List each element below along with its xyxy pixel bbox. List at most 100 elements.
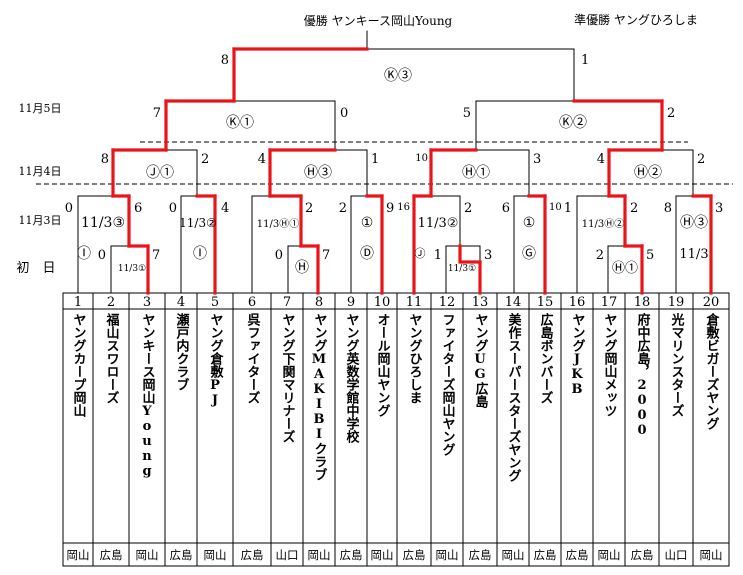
r2-3-score-right: 2 <box>305 201 313 216</box>
qf1-score-left: 8 <box>101 152 109 167</box>
qf3-score-left: 10 <box>415 153 428 164</box>
qf3-game-label: Ⓗ① <box>462 165 490 181</box>
r2-1-score-right: 6 <box>134 201 142 216</box>
sf-left-game-label: Ⓚ① <box>226 115 254 131</box>
team-number: 14 <box>505 295 522 310</box>
final-game-label: Ⓚ③ <box>384 68 412 84</box>
r2-4-game-label: ① <box>361 215 374 231</box>
r1-3-bracket-top <box>459 245 481 263</box>
r2-5-score-right: 2 <box>464 201 472 216</box>
team-number: 17 <box>601 295 618 310</box>
r2-8-game-label: Ⓗ③ <box>680 215 708 231</box>
team-prefecture: 岡山 <box>502 548 525 562</box>
team-number: 3 <box>143 295 151 310</box>
r2-2-game-label: 11/3② <box>179 216 217 230</box>
qf4-game-label: Ⓗ② <box>634 165 662 181</box>
r1-1-game-label: 11/3① <box>118 264 146 274</box>
r2-5-sub-label: Ⓙ <box>415 247 426 260</box>
qf1-score-right: 2 <box>201 152 209 167</box>
team-number: 13 <box>472 295 489 310</box>
team-number: 4 <box>177 295 185 310</box>
qf2-score-right: 1 <box>371 152 379 167</box>
qf3-score-right: 3 <box>533 152 541 167</box>
team-number: 16 <box>569 295 586 310</box>
team-number: 1 <box>74 295 82 310</box>
team-name: オール岡山ヤング <box>375 313 391 417</box>
team-prefecture: 岡山 <box>204 548 227 562</box>
sf-right-score-right: 2 <box>667 106 675 121</box>
r2-2-sub-label: Ⓘ <box>193 246 207 262</box>
r2-5-score-left: 16 <box>397 202 410 213</box>
team-number: 8 <box>315 295 323 310</box>
date-label-nov5: 11月5日 <box>19 102 62 115</box>
winner-path-lines <box>111 47 713 295</box>
team-number: 9 <box>347 295 355 310</box>
r2-6-score-left: 6 <box>502 201 510 216</box>
qf4-score-right: 2 <box>697 152 705 167</box>
team-number: 6 <box>248 295 256 310</box>
team-name: ヤングひろしま <box>407 313 423 404</box>
r2-8-score-left: 8 <box>664 201 672 216</box>
team-name: ファイターズ岡山ヤング <box>440 313 456 456</box>
team-prefecture: 広島 <box>403 548 426 562</box>
team-name: 美作スーパースターズヤング <box>506 312 522 482</box>
r1-1-score-left: 0 <box>98 248 106 263</box>
team-name: 瀬戸内クラブ <box>174 312 190 391</box>
team-table-border <box>62 292 730 567</box>
r2-6-sub-label: Ⓖ <box>522 246 536 262</box>
team-name: 倉敷ビガーズヤング <box>704 312 721 430</box>
team-number: 7 <box>283 295 291 310</box>
qf2-score-left: 4 <box>258 152 266 167</box>
r2-2-score-right: 4 <box>221 201 229 216</box>
team-prefecture: 山口 <box>665 548 688 562</box>
team-name: 府中広島，2000 <box>635 312 651 438</box>
r1-2-game-label: Ⓗ <box>295 260 309 276</box>
team-prefecture: 岡山 <box>700 548 723 562</box>
team-prefecture: 広島 <box>170 548 193 562</box>
team-prefecture: 広島 <box>100 548 123 562</box>
team-name: 呉ファイターズ <box>245 312 261 404</box>
sf-left-score-left: 7 <box>153 106 161 121</box>
r1-4-score-left: 2 <box>596 248 604 263</box>
team-prefecture: 広島 <box>340 548 363 562</box>
team-name: ヤンキース岡山Young <box>140 313 156 479</box>
team-prefecture: 広島 <box>534 548 557 562</box>
final-score-right: 1 <box>581 53 589 68</box>
r2-7-score-left: 1 <box>564 201 572 216</box>
team-prefecture: 広島 <box>469 548 492 562</box>
team-number: 20 <box>703 295 720 310</box>
team-name: ヤング岡山メッツ <box>602 313 618 417</box>
team-name: 福山スワローズ <box>104 312 121 404</box>
r1-4-game-label: Ⓗ① <box>612 261 638 276</box>
team-name: ヤング倉敷PJ <box>208 313 225 408</box>
team-name: ヤングUG広島 <box>473 313 489 409</box>
team-number: 15 <box>537 295 554 310</box>
team-name: ヤングカープ岡山 <box>71 313 87 418</box>
team-prefecture: 広島 <box>241 548 264 562</box>
r1-1-score-right: 7 <box>152 248 160 263</box>
r2-2-score-left: 0 <box>169 201 177 216</box>
final-score-left: 8 <box>221 53 229 68</box>
team-prefecture: 岡山 <box>598 548 621 562</box>
team-name: 広島ボンバーズ <box>538 312 554 404</box>
team-prefecture: 岡山 <box>67 548 90 562</box>
bracket-lines <box>62 30 730 567</box>
sf-right-score-left: 5 <box>463 106 471 121</box>
team-number: 10 <box>374 295 391 310</box>
qf1-game-label: Ⓙ① <box>146 165 174 181</box>
qf2-game-label: Ⓗ③ <box>304 165 332 181</box>
r2-5-game-label: 11/3② <box>418 216 459 231</box>
r1-3-game-label: 11/3① <box>448 264 476 274</box>
r1-3-winner-arm <box>458 244 482 264</box>
team-name: ヤング英数学館中学校 <box>344 313 361 444</box>
r2-3-game-label: 11/3Ⓗ① <box>257 218 299 230</box>
team-number: 19 <box>668 295 685 310</box>
sf-right-game-label: Ⓚ② <box>559 115 587 131</box>
r2-4-sub-label: Ⓓ <box>360 246 374 262</box>
team-number: 5 <box>211 295 219 310</box>
r1-2-score-left: 0 <box>275 248 283 263</box>
champion-label: 優勝 ヤンキース岡山Young <box>304 13 453 28</box>
r1-4-score-right: 5 <box>646 248 654 263</box>
